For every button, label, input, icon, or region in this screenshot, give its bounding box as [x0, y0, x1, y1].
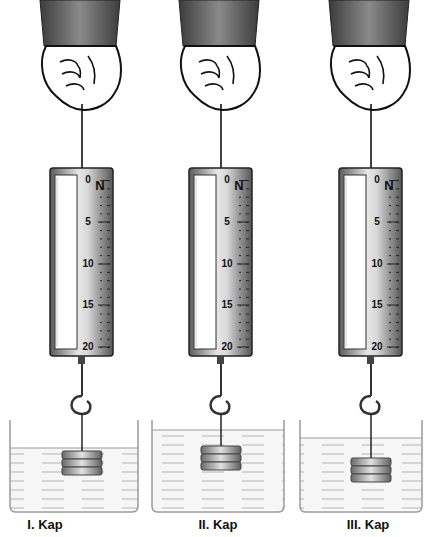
scale-number: 10	[221, 259, 232, 269]
beaker	[300, 414, 422, 512]
scale-zero: 0	[224, 175, 230, 185]
spring-scale	[179, 0, 260, 414]
scale-number: 5	[374, 217, 380, 227]
scale-number: 10	[82, 259, 93, 269]
unit-label: N	[95, 179, 104, 192]
scale-zero: 0	[374, 175, 380, 185]
scale-number: 5	[224, 217, 230, 227]
scale-number: 5	[85, 217, 91, 227]
scale-number: 15	[82, 300, 93, 310]
beaker-caption: I. Kap	[27, 518, 62, 531]
scale-number: 20	[371, 342, 382, 352]
beaker-caption: III. Kap	[347, 518, 390, 531]
scale-number: 20	[221, 342, 232, 352]
spring-scale	[40, 0, 121, 414]
unit-label: N	[234, 179, 243, 192]
scale-number: 15	[371, 300, 382, 310]
scale-zero: 0	[85, 175, 91, 185]
scale-number: 15	[221, 300, 232, 310]
unit-label: N	[384, 179, 393, 192]
beaker-caption: II. Kap	[198, 518, 237, 531]
scale-number: 10	[371, 259, 382, 269]
spring-scale	[329, 0, 410, 414]
scale-number: 20	[82, 342, 93, 352]
beaker	[10, 414, 138, 512]
beaker	[152, 414, 284, 512]
